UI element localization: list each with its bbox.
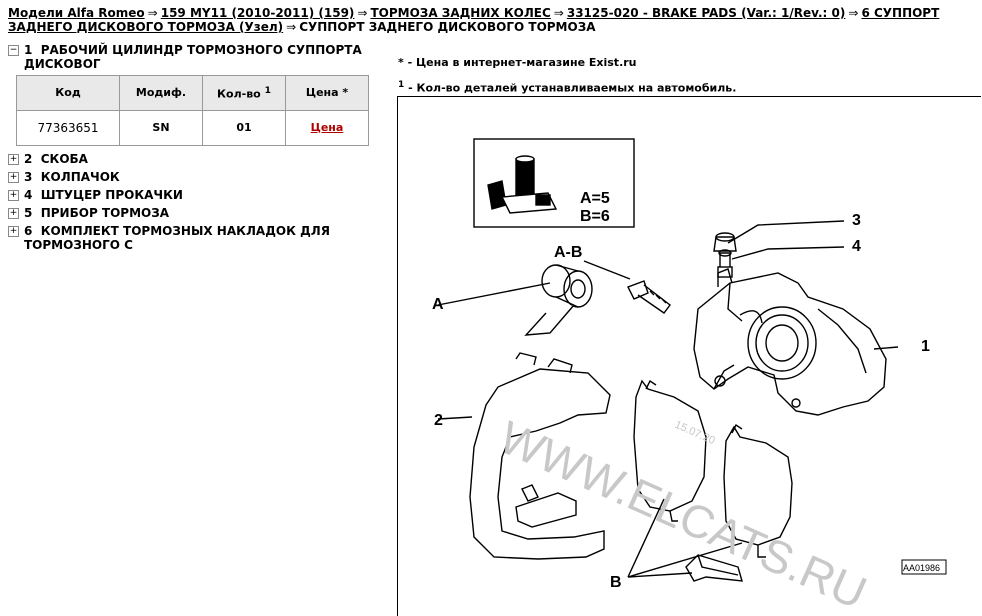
breadcrumb-subgroup-link[interactable]: 33125-020 - BRAKE PADS (Var.: 1/Rev.: 0) [566,6,846,20]
price-link[interactable]: Цена [310,121,344,134]
tree-item-number: 5 [24,206,33,220]
expand-icon[interactable]: + [8,172,19,183]
tree-item-number: 2 [24,152,33,166]
legend-b: B=6 [580,208,610,225]
qty-note-text: - Кол-во деталей устанавливаемых на авто… [404,81,737,95]
drawing-code: AA01986 [903,563,940,573]
tree-item-number: 1 [24,43,33,57]
tree-item-3[interactable]: + 3 КОЛПАЧОК [8,170,378,184]
tree-item-1[interactable]: − 1 РАБОЧИЙ ЦИЛИНДР ТОРМОЗНОГО СУППОРТА … [8,43,378,71]
guide-bolt [627,280,671,314]
parts-table: Код Модиф. Кол-во 1 Цена * 77363651 SN 0… [16,75,369,146]
tree-item-number: 6 [24,224,33,238]
tree-item-label: ШТУЦЕР ПРОКАЧКИ [40,188,183,202]
callout-b: B [610,574,622,591]
column-header-modif: Модиф. [119,75,203,111]
tree-item-number: 3 [24,170,33,184]
tree-item-label: КОЛПАЧОК [40,170,120,184]
column-header-qty: Кол-во 1 [202,75,286,111]
tree-item-number: 4 [24,188,33,202]
tree-item-label: КОМПЛЕКТ ТОРМОЗНЫХ НАКЛАДОК ДЛЯ ТОРМОЗНО… [24,224,330,252]
tree-item-4[interactable]: + 4 ШТУЦЕР ПРОКАЧКИ [8,188,378,202]
column-header-code: Код [16,75,120,111]
callout-1: 1 [921,338,930,355]
breadcrumb-separator: ⇒ [848,6,859,20]
breadcrumb-separator: ⇒ [286,20,297,34]
leader-lines [437,220,899,578]
legend-box [473,138,635,228]
expand-icon[interactable]: + [8,154,19,165]
qty-footnote-mark: 1 [264,85,271,97]
caliper-bracket [469,352,611,560]
column-header-qty-label: Кол-во [217,87,261,101]
breadcrumb-item-link[interactable]: 6 СУППОРТ ЗАДНЕГО ДИСКОВОГО ТОРМОЗА (Узе… [8,6,940,34]
drawing-code-box [901,559,947,575]
parts-tree: − 1 РАБОЧИЙ ЦИЛИНДР ТОРМОЗНОГО СУППОРТА … [8,43,378,256]
breadcrumb-current: СУППОРТ ЗАДНЕГО ДИСКОВОГО ТОРМОЗА [299,20,596,34]
tree-item-label: СКОБА [40,152,88,166]
legend-a: A=5 [580,190,610,207]
callout-4: 4 [852,238,861,255]
cell-qty: 01 [202,110,286,146]
breadcrumb-model-link[interactable]: 159 MY11 (2010-2011) (159) [160,6,355,20]
callout-2: 2 [434,412,443,429]
table-row: 77363651 SN 01 Цена [16,110,369,146]
callout-a-b: A-B [554,244,582,261]
qty-note: 1 - Кол-во деталей устанавливаемых на ав… [398,74,736,100]
brake-pad-outer [723,423,793,558]
expand-icon[interactable]: + [8,190,19,201]
cell-code: 77363651 [16,110,120,146]
expand-icon[interactable]: + [8,226,19,237]
breadcrumb-separator: ⇒ [553,6,564,20]
breadcrumb: Модели Alfa Romeo⇒159 MY11 (2010-2011) (… [8,6,968,34]
callout-a: A [432,296,444,313]
diagram-svg: A=5 B=6 1 2 3 4 A A-B B AA01986 WWW.ELCA… [432,138,947,616]
expand-icon[interactable]: + [8,208,19,219]
qty-note-mark: 1 [398,80,405,90]
tree-item-label: РАБОЧИЙ ЦИЛИНДР ТОРМОЗНОГО СУППОРТА ДИСК… [24,43,362,71]
tree-item-2[interactable]: + 2 СКОБА [8,152,378,166]
cell-price: Цена [285,110,369,146]
breadcrumb-group-link[interactable]: ТОРМОЗА ЗАДНИХ КОЛЕС [370,6,551,20]
legend-pictogram [487,155,558,214]
parts-diagram: A=5 B=6 1 2 3 4 A A-B B AA01986 WWW.ELCA… [397,96,981,616]
price-note: * - Цена в интернет-магазине Exist.ru [398,56,637,69]
table-header-row: Код Модиф. Кол-во 1 Цена * [16,75,369,111]
breadcrumb-models-link[interactable]: Модели Alfa Romeo [8,6,145,20]
bleed-cap [713,232,737,252]
tree-item-5[interactable]: + 5 ПРИБОР ТОРМОЗА [8,206,378,220]
dust-boot [541,264,593,308]
callout-3: 3 [852,212,861,229]
cell-modif: SN [119,110,203,146]
breadcrumb-separator: ⇒ [147,6,158,20]
tree-item-6[interactable]: + 6 КОМПЛЕКТ ТОРМОЗНЫХ НАКЛАДОК ДЛЯ ТОРМ… [8,224,378,252]
brake-pad-inner [633,379,707,522]
column-header-price: Цена * [285,75,369,111]
collapse-icon[interactable]: − [8,45,19,56]
watermark-date: 15.07.20 [673,419,717,447]
watermark: WWW.ELCATS.RU [492,411,874,616]
breadcrumb-separator: ⇒ [357,6,368,20]
bleed-screw [717,249,733,278]
tree-item-label: ПРИБОР ТОРМОЗА [40,206,170,220]
anti-rattle-spring [685,554,743,582]
caliper-body [693,268,887,416]
notes: * - Цена в интернет-магазине Exist.ru 1 … [398,52,736,100]
